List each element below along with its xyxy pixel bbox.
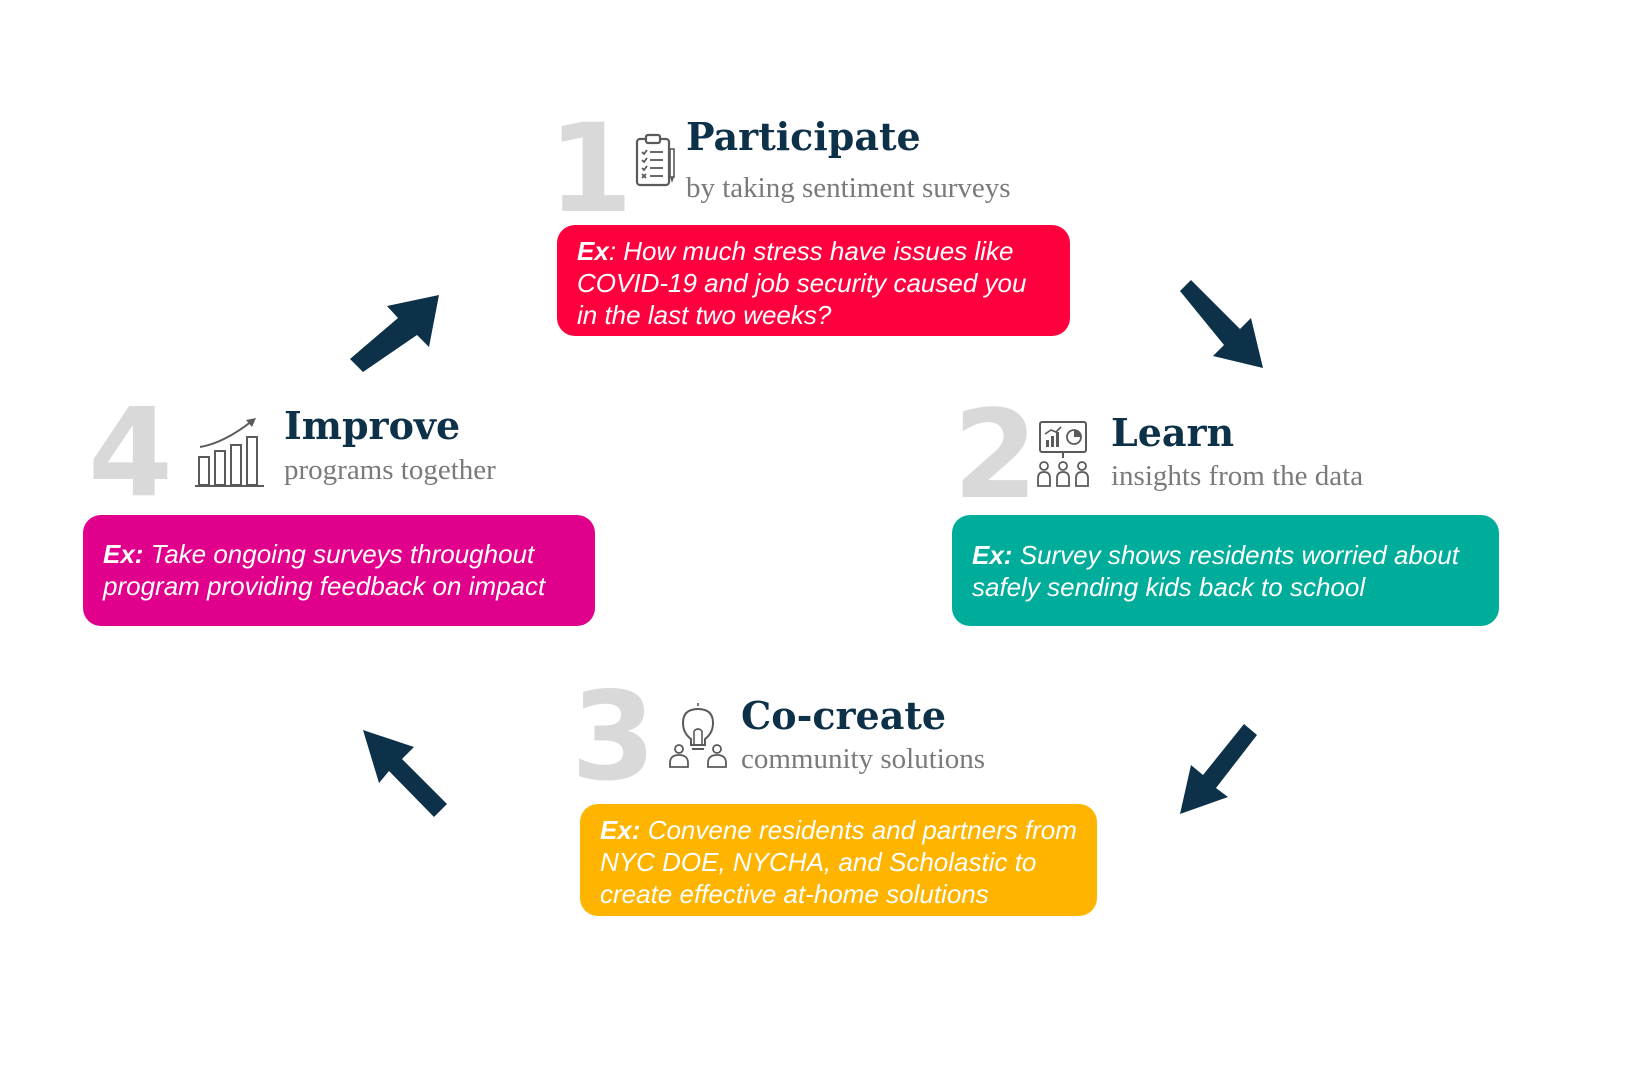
step-1-title: Participate xyxy=(686,114,921,159)
step-4-title: Improve xyxy=(284,403,461,448)
example-separator: : xyxy=(608,236,617,266)
example-label: Ex xyxy=(577,236,609,266)
example-text: Survey shows residents worried about saf… xyxy=(972,540,1460,602)
example-label: Ex: xyxy=(103,539,144,569)
lightbulb-team-icon xyxy=(665,703,731,769)
step-3-example-box: Ex: Convene residents and partners from … xyxy=(580,804,1097,916)
step-2-number: 2 xyxy=(953,384,1038,526)
example-label: Ex: xyxy=(600,815,641,845)
arrow-participate-to-learn xyxy=(1180,280,1266,370)
presentation-audience-icon xyxy=(1035,420,1091,490)
arrow-cocreate-to-improve xyxy=(361,728,449,820)
step-1-subtitle: by taking sentiment surveys xyxy=(686,172,1011,204)
arrow-improve-to-participate xyxy=(350,292,442,374)
step-2-example-box: Ex: Survey shows residents worried about… xyxy=(952,515,1499,626)
step-4-subtitle: programs together xyxy=(284,454,496,486)
clipboard-checklist-icon xyxy=(634,133,676,189)
step-3-title: Co-create xyxy=(741,693,947,738)
example-text: How much stress have issues like COVID-1… xyxy=(577,236,1027,330)
step-1-number: 1 xyxy=(548,98,633,240)
arrow-learn-to-cocreate xyxy=(1178,724,1260,816)
step-2-title: Learn xyxy=(1111,410,1235,455)
example-text: Convene residents and partners from NYC … xyxy=(600,815,1077,909)
step-2-subtitle: insights from the data xyxy=(1111,460,1364,492)
step-3-subtitle: community solutions xyxy=(741,743,986,775)
step-3-number: 3 xyxy=(571,666,656,808)
step-1-example-box: Ex: How much stress have issues like COV… xyxy=(557,225,1070,336)
bar-chart-growth-icon xyxy=(194,415,266,489)
step-4-example-box: Ex: Take ongoing surveys throughout prog… xyxy=(83,515,595,626)
step-4-number: 4 xyxy=(88,382,173,524)
example-label: Ex: xyxy=(972,540,1013,570)
example-text: Take ongoing surveys throughout program … xyxy=(103,539,546,601)
